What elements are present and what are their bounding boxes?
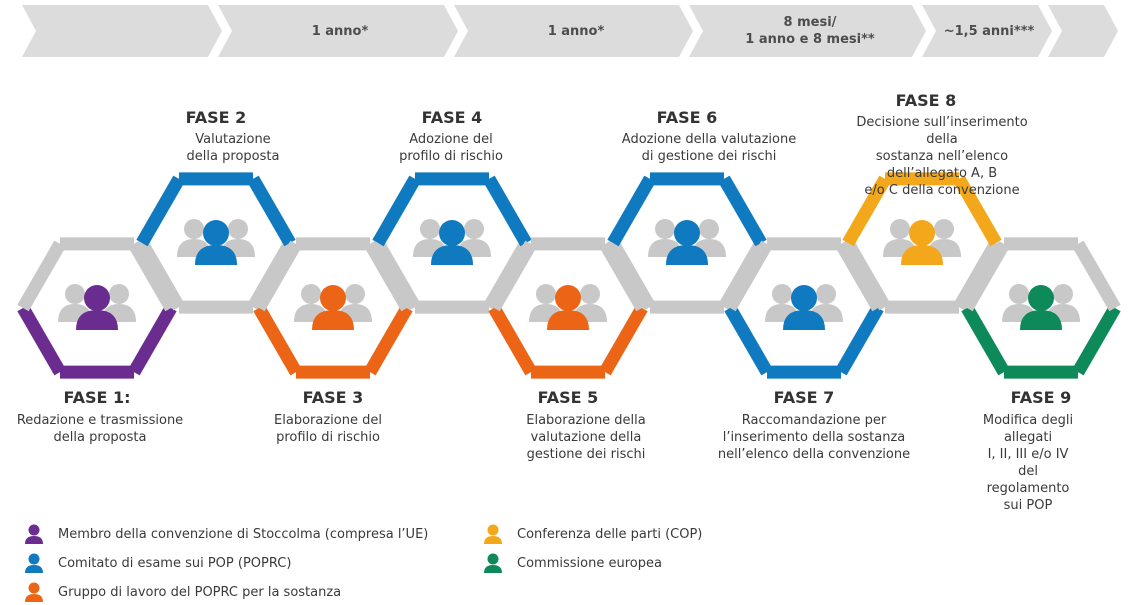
person-icon [25, 553, 43, 573]
hexagon-edge [599, 304, 648, 376]
hexagon-edge [961, 240, 1010, 312]
phase-hexagon-chain [17, 172, 1121, 379]
phase-9-description: Modifica degli allegati I, II, III e/o I… [982, 413, 1074, 513]
hexagon-edge [607, 239, 656, 311]
hexagon-edge [842, 239, 891, 311]
hexagon-edge [835, 240, 884, 312]
person-icon [25, 524, 43, 544]
timeline-segment [689, 5, 926, 57]
phase-5-title: FASE 5 [537, 388, 599, 407]
hexagon-edge [842, 175, 891, 247]
timeline-segment [22, 5, 222, 57]
hexagon-edge [953, 239, 1002, 311]
hexagon-edge [136, 239, 185, 311]
people-icon [529, 284, 607, 330]
hexagon-edge [17, 240, 66, 312]
phase-6-title: FASE 6 [656, 108, 718, 127]
legend-item-cop: Conferenza delle parti (COP) [483, 524, 702, 544]
person-icon [25, 582, 43, 602]
people-icon [1002, 284, 1080, 330]
phase-5-description: Elaborazione della valutazione della ges… [526, 413, 646, 462]
legend-label: Comitato di esame sui POP (POPRC) [58, 555, 292, 571]
phase-1-title: FASE 1: [63, 388, 131, 407]
phase-3-description: Elaborazione del profilo di rischio [274, 413, 382, 445]
hexagon-edge [372, 239, 421, 311]
hexagon-edge [364, 304, 413, 376]
timeline-segment [1048, 5, 1118, 57]
people-icon [58, 284, 136, 330]
hexagon-edge [247, 175, 296, 247]
hexagon-edge [483, 175, 532, 247]
phase-6-description: Adozione della valutazione di gestione d… [621, 132, 797, 164]
timeline-segment [218, 5, 458, 57]
phase-1-description: Redazione e trasmissione della proposta [16, 413, 184, 445]
legend-item-commission: Commissione europea [483, 553, 662, 573]
people-icon [883, 219, 961, 265]
hexagon-edge [1072, 240, 1121, 312]
legend-item-poprc: Comitato di esame sui POP (POPRC) [24, 553, 291, 573]
timeline-segment [454, 5, 693, 57]
person-icon [484, 524, 502, 544]
hexagon-edge [1072, 304, 1121, 376]
hexagon-edge [488, 304, 537, 376]
hexagon-edge [488, 240, 537, 312]
legend-label: Gruppo di lavoro del POPRC per la sostan… [58, 584, 342, 600]
phase-4-description: Adozione del profilo di rischio [399, 132, 503, 164]
legend-label: Conferenza delle parti (COP) [517, 526, 703, 542]
phase-7-description: Raccomandazione per l’inserimento della … [717, 413, 911, 462]
phase-8-description: Decisione sull’inserimento della sostanz… [856, 115, 1028, 198]
hexagon-edge [17, 304, 66, 376]
hexagon-edge [724, 240, 773, 312]
people-icon [177, 219, 255, 265]
hexagon-edge [724, 304, 773, 376]
legend-label: Membro della convenzione di Stoccolma (c… [58, 526, 429, 542]
phase-7-title: FASE 7 [773, 388, 835, 407]
legend-item-stockholm: Membro della convenzione di Stoccolma (c… [24, 524, 428, 544]
timeline-label-1: 1 anno* [311, 23, 369, 39]
timeline-label-4: ~1,5 anni*** [943, 23, 1035, 39]
hexagon-edge [961, 304, 1010, 376]
legend-item-working-group: Gruppo di lavoro del POPRC per la sostan… [24, 582, 341, 602]
phase-4-title: FASE 4 [421, 108, 483, 127]
hexagon-edge [599, 240, 648, 312]
phase-9-title: FASE 9 [1010, 388, 1072, 407]
person-icon [484, 553, 502, 573]
phase-2-title: FASE 2 [185, 108, 247, 127]
hexagon-edge [136, 175, 185, 247]
hexagon-edge [372, 175, 421, 247]
timeline-band [22, 5, 1118, 57]
people-icon [294, 284, 372, 330]
hexagon-edge [128, 240, 177, 312]
phase-3-title: FASE 3 [302, 388, 364, 407]
hexagon-edge [253, 304, 302, 376]
hexagon-edge [128, 304, 177, 376]
hexagon-edge [364, 240, 413, 312]
people-icon [765, 284, 843, 330]
hexagon-edge [607, 175, 656, 247]
timeline-label-2: 1 anno* [547, 23, 605, 39]
hexagon-edge [253, 240, 302, 312]
people-icon [648, 219, 726, 265]
phase-8-title: FASE 8 [895, 91, 957, 110]
phase-2-description: Valutazione della proposta [186, 132, 280, 164]
legend-label: Commissione europea [517, 555, 662, 571]
hexagon-edge [953, 175, 1002, 247]
hexagon-edge [835, 304, 884, 376]
hexagon-edge [718, 175, 767, 247]
people-icon [413, 219, 491, 265]
timeline-segment [922, 5, 1052, 57]
timeline-label-3: 8 mesi/ 1 anno e 8 mesi** [745, 15, 875, 47]
